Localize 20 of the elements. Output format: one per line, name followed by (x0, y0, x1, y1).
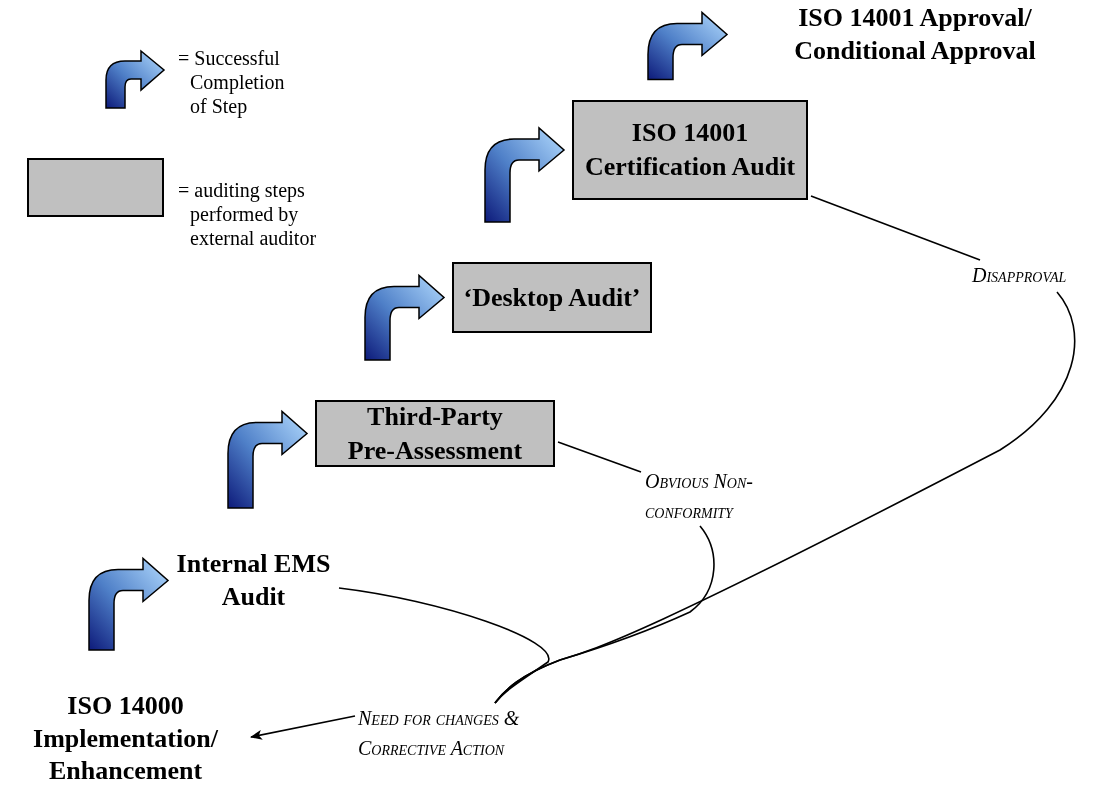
step-label: ISO 14001 Approval/ Conditional Approval (735, 2, 1095, 67)
curved-arrow (88, 557, 169, 651)
connector-line (338, 587, 550, 704)
curved-arrow (227, 410, 308, 509)
connector-line (557, 441, 642, 473)
audit-step-box: ISO 14001 Certification Audit (572, 100, 808, 200)
step-label: Internal EMS Audit (176, 548, 331, 613)
curved-arrow (647, 11, 728, 81)
feedback-label: Need for changes & Corrective Action (358, 703, 558, 763)
legend-text: = Successful Completion of Step (178, 46, 286, 118)
arrow (250, 715, 356, 740)
audit-step-box: ‘Desktop Audit’ (452, 262, 652, 333)
connector-line (810, 195, 981, 261)
legend-text: = auditing steps performed by external auditor (178, 178, 318, 250)
feedback-label: Obvious Non-conformity (645, 466, 795, 526)
feedback-label: Disapproval (972, 260, 1097, 290)
curved-arrow (364, 274, 445, 361)
audit-step-box: Third-Party Pre-Assessment (315, 400, 555, 467)
curved-arrow (484, 127, 565, 223)
step-label: ISO 14000 Implementation/ Enhancement (8, 690, 243, 786)
